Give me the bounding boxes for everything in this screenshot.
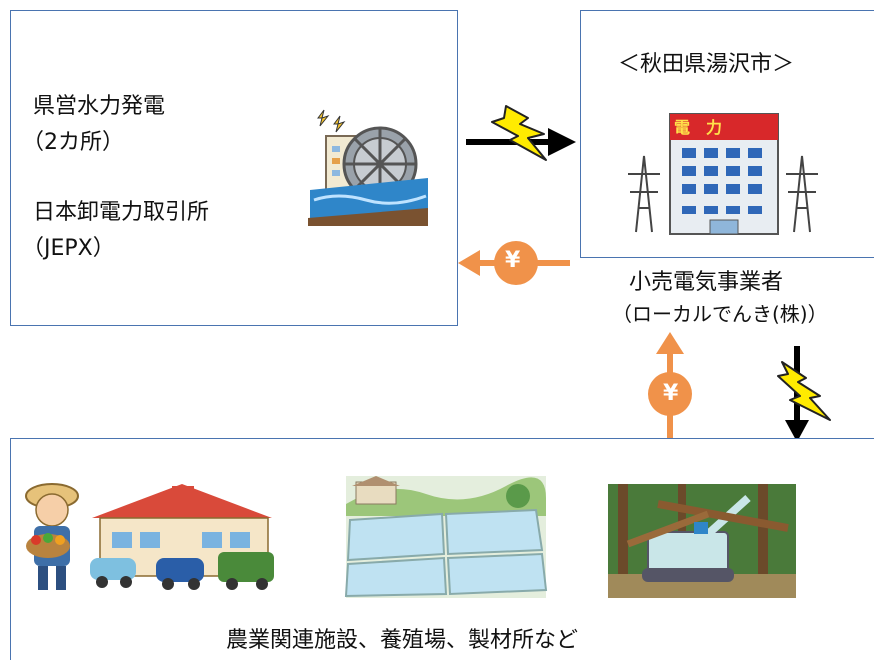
customers-caption: 農業関連施設、養殖場、製材所など (226, 628, 579, 653)
supply-line4: （JEPX） (22, 236, 115, 261)
building-sign: 電 力 (674, 118, 723, 137)
fish-farm-icon (344, 476, 548, 598)
power-company-building-icon (628, 113, 818, 235)
farmer-shop-icon (25, 483, 274, 590)
retail-location: ＜秋田県湯沢市＞ (618, 52, 795, 77)
supply-line1: 県営水力発電 (33, 94, 166, 119)
yen-coin-icon-2: ¥ (663, 381, 679, 406)
lightning-bolt-icon-2 (777, 361, 831, 421)
supply-line2: （2カ所） (22, 130, 124, 155)
power-arrow-to-retail (466, 128, 576, 156)
retail-label-line1: 小売電気事業者 (629, 270, 784, 295)
yen-coin-icon: ¥ (505, 248, 521, 273)
lumber-mill-icon (608, 484, 796, 598)
hydro-waterwheel-icon (308, 109, 428, 226)
supply-line3: 日本卸電力取引所 (33, 200, 210, 225)
yen-payment-arrow-up (648, 332, 692, 440)
retail-label-line2: （ローカルでんき(株)） (612, 302, 828, 326)
lightning-bolt-icon (491, 105, 547, 161)
yen-payment-arrow-left (458, 241, 570, 285)
